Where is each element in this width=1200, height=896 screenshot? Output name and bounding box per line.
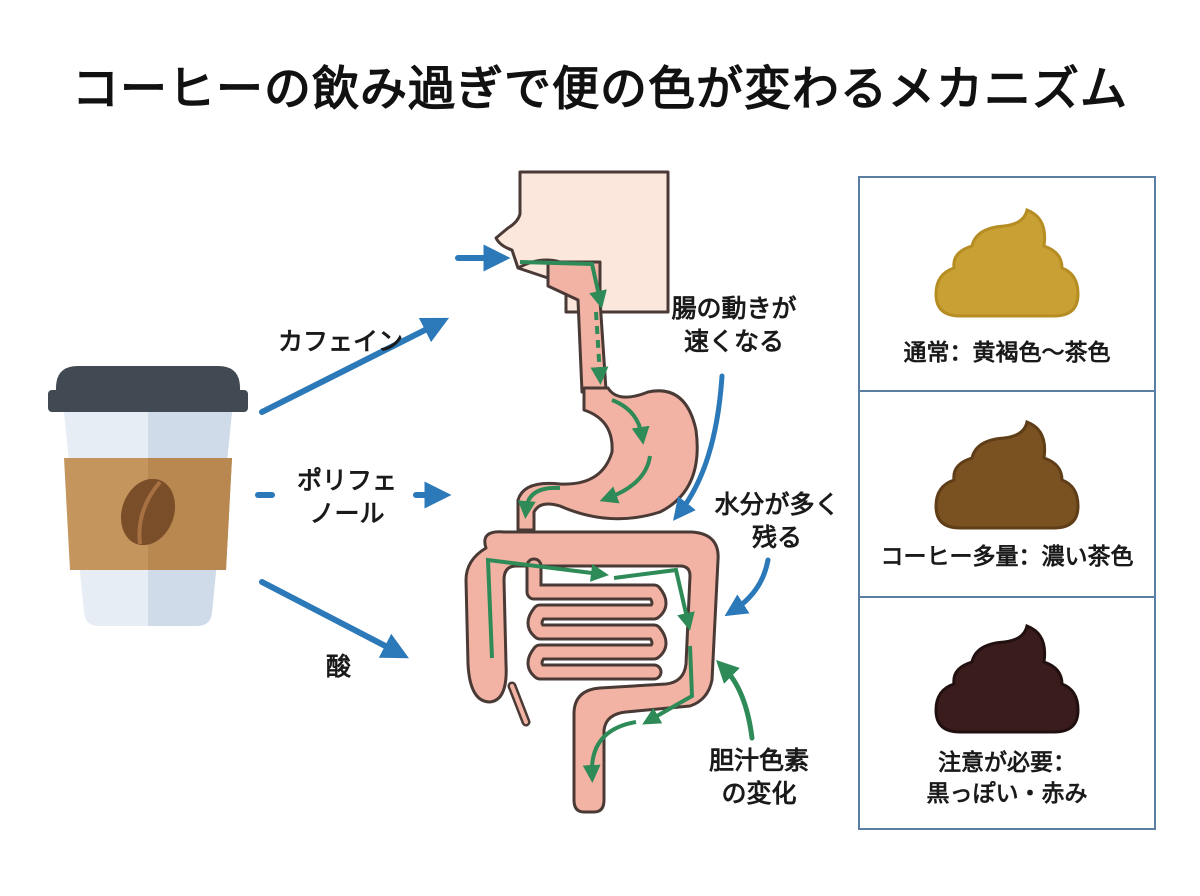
head-profile	[494, 170, 670, 314]
stool-caption: コーヒー多量：濃い茶色	[860, 542, 1154, 573]
stool-icon	[934, 623, 1080, 734]
stool-shape	[934, 419, 1080, 530]
page-title: コーヒーの飲み過ぎで便の色が変わるメカニズム	[72, 62, 1128, 117]
arrow-icon	[259, 579, 409, 659]
stool-icon	[934, 419, 1080, 530]
cause-label-polyphenol: ポリフェ ノール	[282, 464, 412, 530]
stool-icon	[934, 207, 1080, 318]
arrow-icon	[716, 660, 755, 741]
effect-label-line: 胆汁色素	[708, 746, 809, 775]
cause-label-line: ノール	[309, 499, 385, 528]
stool-color-panel: 通常：黄褐色〜茶色 コーヒー多量：濃い茶色 注意が必要： 黒っぽい・赤み	[858, 176, 1156, 830]
stool-card-normal: 通常：黄褐色〜茶色	[860, 178, 1154, 390]
effect-label-line: 水分が多く	[714, 490, 840, 519]
stool-shape	[934, 623, 1080, 734]
stool-card-warning: 注意が必要： 黒っぽい・赤み	[860, 596, 1154, 828]
food-flow-arrows	[485, 260, 695, 783]
effect-label-line: 速くなる	[683, 327, 784, 356]
cause-label-caffeine: カフェイン	[278, 327, 404, 356]
stool-caption-line: 黒っぽい・赤み	[926, 781, 1088, 807]
digestive-tract-icon	[464, 170, 720, 814]
arrow-icon	[724, 557, 771, 617]
cause-label-acid: 酸	[326, 652, 352, 681]
effect-label-line: 残る	[751, 523, 802, 552]
effect-label-line: 腸の動きが	[671, 294, 797, 323]
stomach	[516, 386, 699, 532]
effect-label-motility: 腸の動きが 速くなる	[650, 292, 818, 358]
coffee-cup-icon	[48, 366, 248, 626]
stool-caption: 注意が必要： 黒っぽい・赤み	[860, 748, 1154, 810]
stool-card-coffee: コーヒー多量：濃い茶色	[860, 390, 1154, 596]
cause-arrows	[255, 244, 511, 659]
coffee-bean-icon	[120, 478, 176, 546]
effect-label-water: 水分が多く 残る	[698, 488, 856, 554]
arrow-icon	[673, 373, 725, 521]
stool-caption: 通常：黄褐色〜茶色	[860, 338, 1154, 369]
stool-shape	[934, 207, 1080, 318]
arrow-icon	[259, 317, 450, 415]
stool-caption-line: コーヒー多量：濃い茶色	[880, 544, 1134, 570]
effect-label-bile: 胆汁色素 の変化	[686, 744, 832, 810]
effect-label-line: の変化	[721, 779, 797, 808]
effect-arrows	[673, 373, 771, 741]
stool-caption-line: 通常：黄褐色〜茶色	[903, 340, 1111, 366]
stool-caption-line: 注意が必要：	[938, 750, 1076, 776]
cause-label-line: ポリフェ	[296, 466, 397, 495]
